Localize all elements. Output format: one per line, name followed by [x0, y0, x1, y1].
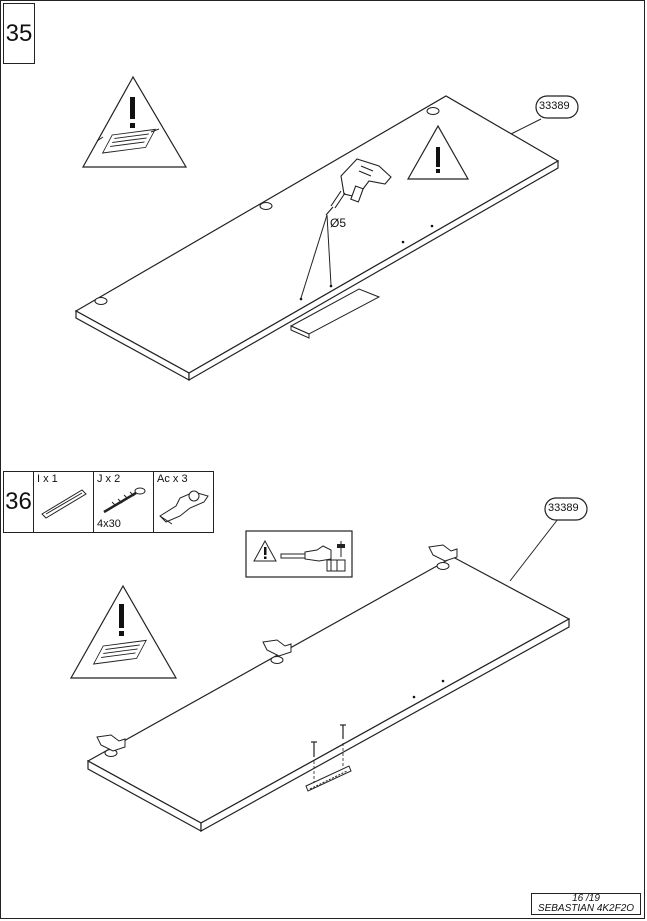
- support-block: [289, 288, 381, 339]
- screw-part-icon: [103, 487, 146, 514]
- drill-size-label: Ø5: [330, 216, 347, 230]
- part-item-ac: Ac x 3: [153, 472, 213, 532]
- part-code-35: 33389: [539, 100, 570, 112]
- part-item-i: I x 1: [33, 472, 93, 532]
- screw-icon: [311, 724, 346, 783]
- drill-icon: [325, 158, 392, 216]
- part-item-j: J x 2 4x30: [93, 472, 153, 532]
- warning-manual-icon-36: [69, 584, 178, 679]
- rail-icon: [305, 765, 352, 792]
- parts-list: I x 1 J x 2 4x30 Ac x 3: [33, 471, 214, 533]
- step-number-35: 35: [3, 3, 35, 64]
- part-j-qty: J x 2: [97, 473, 121, 485]
- part-callout-36: [544, 497, 588, 521]
- hinge-icon: [96, 544, 458, 752]
- model-name: SEBASTIAN 4K2F2O: [537, 903, 635, 914]
- part-callout-35: [535, 95, 579, 119]
- step-36-number-text: 36: [5, 488, 32, 515]
- page-number: 16 /19: [572, 893, 600, 904]
- warning-manual-icon: [81, 75, 188, 168]
- step-35-number-text: 35: [5, 19, 33, 47]
- step-number-36: 36: [3, 471, 34, 533]
- page-footer: 16 /19 SEBASTIAN 4K2F2O: [531, 893, 641, 915]
- part-i-qty: I x 1: [37, 473, 58, 485]
- part-ac-qty: Ac x 3: [157, 473, 188, 485]
- hinge-warning-box: [245, 530, 353, 578]
- rail-part-icon: [41, 489, 87, 519]
- part-code-36: 33389: [548, 502, 579, 514]
- panel-step-36: [86, 556, 571, 833]
- warning-icon: [406, 124, 470, 180]
- part-j-size: 4x30: [97, 518, 121, 530]
- hinge-part-icon: [159, 490, 209, 525]
